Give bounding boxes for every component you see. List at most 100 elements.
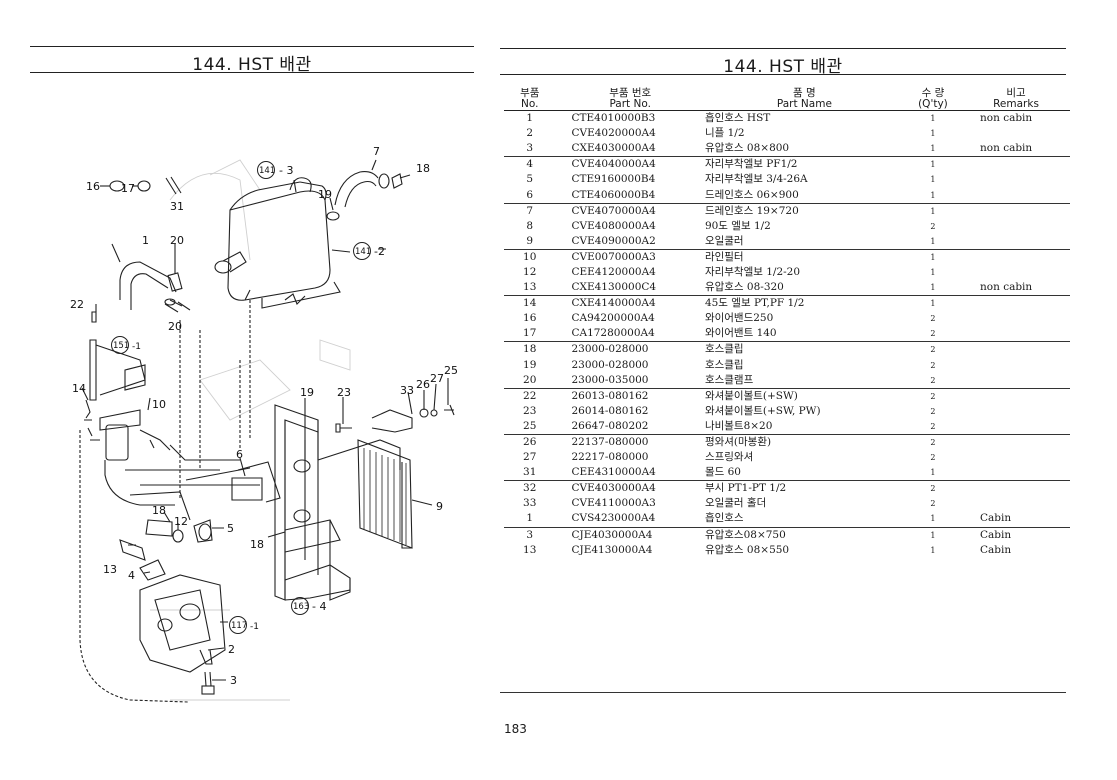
callout-1: 1 <box>142 234 149 247</box>
cell-qty: 1 <box>930 236 936 246</box>
cell-no: 13 <box>523 543 537 556</box>
cell-name: 유압호스 08×550 <box>704 543 790 556</box>
cell-no: 4 <box>526 158 534 171</box>
cell-qty: 1 <box>930 545 936 555</box>
callout-3: 3 <box>230 674 237 687</box>
cell-part: CXE4140000A4 <box>571 297 656 310</box>
left-top-rule <box>30 46 474 47</box>
cell-name: 호스클립 <box>704 358 744 371</box>
cell-no: 1 <box>526 512 534 525</box>
cell-rem <box>962 481 1070 497</box>
callout-4: 4 <box>128 569 135 582</box>
cell-name: 몰드 60 <box>704 466 741 479</box>
cell-qty: 1 <box>930 267 936 277</box>
cell-qty: 2 <box>930 438 936 448</box>
cell-rem: non cabin <box>980 281 1033 294</box>
callout-22: 22 <box>70 298 84 311</box>
cell-qty: 1 <box>930 160 936 170</box>
callout-26: 26 <box>416 378 430 391</box>
cell-part: CJE4130000A4 <box>571 543 653 556</box>
cell-rem: non cabin <box>980 112 1033 125</box>
cell-part: CVS4230000A4 <box>571 512 656 525</box>
callout-23: 23 <box>337 386 351 399</box>
left-title-rule <box>30 72 474 73</box>
cell-no: 10 <box>523 250 537 263</box>
cell-no: 1 <box>526 112 534 125</box>
right-top-rule <box>500 48 1066 49</box>
ref-151-suffix: -1 <box>132 342 141 352</box>
ref-141-top: 141 <box>259 166 275 176</box>
cell-qty: 2 <box>930 453 936 463</box>
right-title-rule <box>500 74 1066 75</box>
cell-qty: 2 <box>930 484 936 494</box>
cell-name: 부시 PT1-PT 1/2 <box>704 482 787 495</box>
cell-no: 3 <box>526 528 534 541</box>
page-number: 183 <box>504 722 527 736</box>
cell-part: 22137-080000 <box>571 436 649 449</box>
callout-18-low: 18 <box>250 538 264 551</box>
cell-rem <box>962 172 1070 187</box>
cell-rem <box>962 187 1070 203</box>
callout-13: 13 <box>103 563 117 576</box>
cell-part: CVE4040000A4 <box>571 158 656 171</box>
cell-name: 와이어밴트 140 <box>704 327 777 340</box>
cell-rem <box>962 265 1070 280</box>
callout-6: 6 <box>236 448 243 461</box>
callout-18-top: 18 <box>416 162 430 175</box>
callout-20-bottom: 20 <box>168 320 182 333</box>
cell-name: 나비볼트8×20 <box>704 419 773 432</box>
callout-20-top: 20 <box>170 234 184 247</box>
cell-rem: Cabin <box>980 528 1012 541</box>
cell-no: 23 <box>523 404 537 417</box>
ref-141-side-suffix: -2 <box>374 245 385 258</box>
callout-27: 27 <box>430 372 444 385</box>
cell-no: 14 <box>523 297 537 310</box>
cell-no: 7 <box>526 204 534 217</box>
callout-7: 7 <box>373 145 380 158</box>
cell-part: CA17280000A4 <box>571 327 655 340</box>
callout-19-top: 19 <box>318 188 332 201</box>
cell-name: 와이어밴드250 <box>704 312 774 325</box>
cell-no: 3 <box>526 142 534 155</box>
cell-qty: 2 <box>930 314 936 324</box>
cell-rem <box>962 465 1070 481</box>
cell-part: 26013-080162 <box>571 389 649 402</box>
callout-31: 31 <box>170 200 184 213</box>
cell-rem: non cabin <box>980 142 1033 155</box>
callout-19-right: 19 <box>300 386 314 399</box>
cell-no: 16 <box>523 312 537 325</box>
callout-17: 17 <box>121 182 135 195</box>
cell-qty: 1 <box>930 175 936 185</box>
cell-name: 스프링와셔 <box>704 451 754 464</box>
cell-rem <box>962 126 1070 141</box>
cell-part: CEE4120000A4 <box>571 265 656 278</box>
cell-qty: 1 <box>930 114 936 124</box>
cell-name: 평와셔(마봉환) <box>704 436 772 449</box>
header-qty: 수 량(Q'ty) <box>918 87 948 110</box>
cell-part: CA94200000A4 <box>571 312 655 325</box>
cell-no: 12 <box>523 265 537 278</box>
cell-part: 26014-080162 <box>571 404 649 417</box>
cell-name: 유압호스 08-320 <box>704 281 784 294</box>
cell-qty: 2 <box>930 421 936 431</box>
cell-part: CVE4110000A3 <box>571 497 656 510</box>
cell-no: 33 <box>523 497 537 510</box>
callout-5: 5 <box>227 522 234 535</box>
cell-no: 2 <box>526 127 534 140</box>
cell-rem <box>962 404 1070 419</box>
cell-rem <box>962 373 1070 389</box>
cell-rem <box>962 296 1070 312</box>
ref-117: 117 <box>231 621 247 631</box>
